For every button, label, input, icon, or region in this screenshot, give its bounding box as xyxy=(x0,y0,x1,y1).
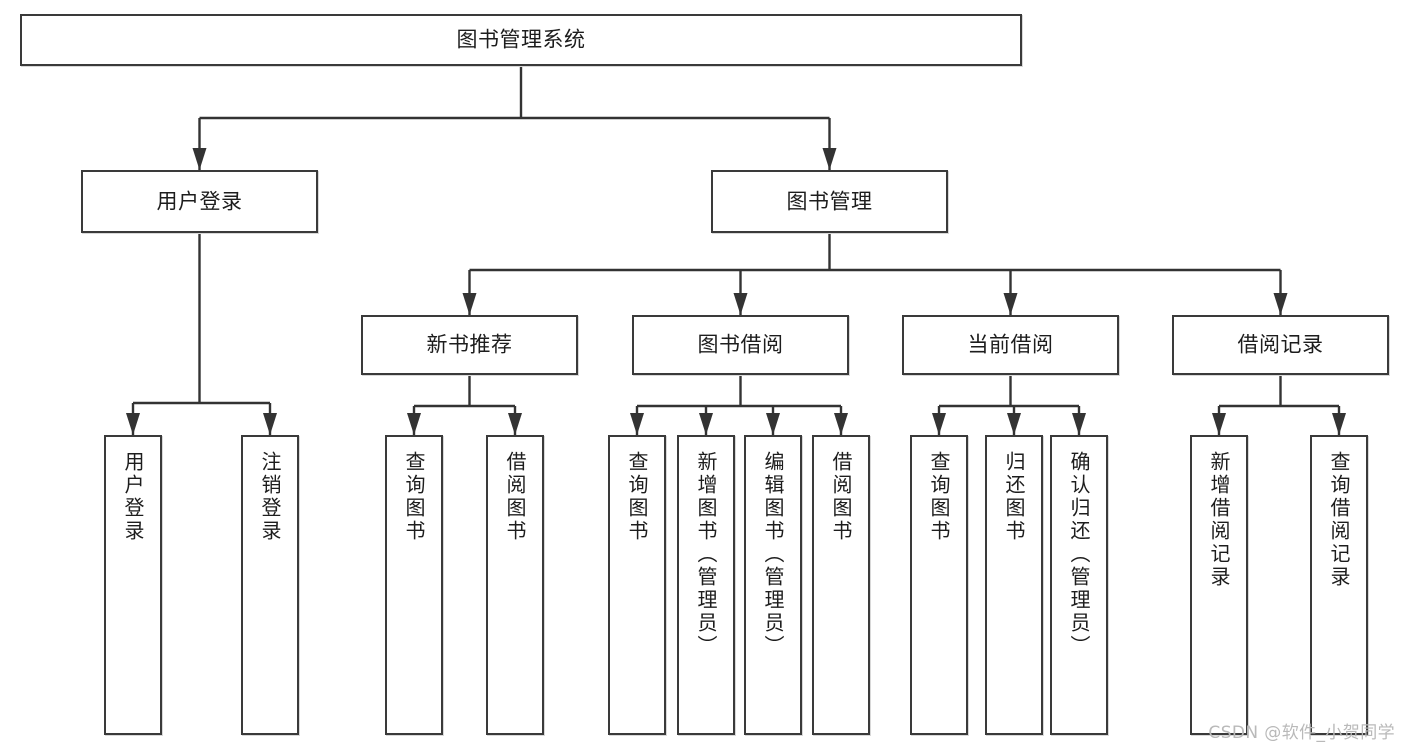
arrowhead-icon xyxy=(508,413,522,435)
arrowhead-icon xyxy=(126,413,140,435)
arrowhead-icon xyxy=(699,413,713,435)
arrowhead-icon xyxy=(766,413,780,435)
arrowhead-icon xyxy=(1072,413,1086,435)
node-leaf-borrow-book-b[interactable]: 借阅图书 xyxy=(812,435,870,735)
node-label-leaf-query-record: 查询借阅记录 xyxy=(1327,451,1351,589)
arrowhead-icon xyxy=(630,413,644,435)
node-label-leaf-query-book-c: 查询图书 xyxy=(927,451,951,543)
node-label-root: 图书管理系统 xyxy=(456,27,586,52)
node-label-leaf-logout-login: 注销登录 xyxy=(258,451,282,543)
node-book-borrow[interactable]: 图书借阅 xyxy=(632,315,849,375)
watermark-text: CSDN @软件_小贺同学 xyxy=(1208,723,1395,743)
node-label-leaf-borrow-book-a: 借阅图书 xyxy=(503,451,527,543)
arrowhead-icon xyxy=(932,413,946,435)
node-leaf-query-book-c[interactable]: 查询图书 xyxy=(910,435,968,735)
arrowhead-icon xyxy=(462,293,477,315)
node-root[interactable]: 图书管理系统 xyxy=(20,14,1022,66)
node-label-leaf-add-record: 新增借阅记录 xyxy=(1207,451,1231,589)
node-new-book-recommend[interactable]: 新书推荐 xyxy=(361,315,578,375)
node-label-leaf-borrow-book-b: 借阅图书 xyxy=(829,451,853,543)
node-label-new-book-recommend: 新书推荐 xyxy=(426,332,513,357)
node-label-user-login: 用户登录 xyxy=(156,188,243,213)
arrowhead-icon xyxy=(1212,413,1226,435)
node-borrow-record[interactable]: 借阅记录 xyxy=(1172,315,1389,375)
arrowhead-icon xyxy=(1003,293,1018,315)
arrowhead-icon xyxy=(1007,413,1021,435)
node-leaf-query-record[interactable]: 查询借阅记录 xyxy=(1310,435,1368,735)
arrowhead-icon xyxy=(407,413,421,435)
node-label-leaf-edit-book: 编辑图书（管理员） xyxy=(761,451,785,658)
node-user-login[interactable]: 用户登录 xyxy=(81,170,318,233)
node-leaf-add-book[interactable]: 新增图书（管理员） xyxy=(677,435,735,735)
node-leaf-return-book[interactable]: 归还图书 xyxy=(985,435,1043,735)
node-label-book-borrow: 图书借阅 xyxy=(697,332,784,357)
node-current-borrow[interactable]: 当前借阅 xyxy=(902,315,1119,375)
node-label-leaf-query-book-b: 查询图书 xyxy=(625,451,649,543)
node-leaf-query-book-a[interactable]: 查询图书 xyxy=(385,435,443,735)
arrowhead-icon xyxy=(834,413,848,435)
arrowhead-icon xyxy=(263,413,277,435)
node-label-leaf-user-login: 用户登录 xyxy=(121,451,145,543)
node-label-leaf-add-book: 新增图书（管理员） xyxy=(694,451,718,658)
arrowhead-icon xyxy=(192,148,207,170)
node-book-manage[interactable]: 图书管理 xyxy=(711,170,948,233)
node-label-borrow-record: 借阅记录 xyxy=(1237,332,1324,357)
node-leaf-confirm-return[interactable]: 确认归还（管理员） xyxy=(1050,435,1108,735)
node-leaf-query-book-b[interactable]: 查询图书 xyxy=(608,435,666,735)
node-leaf-logout-login[interactable]: 注销登录 xyxy=(241,435,299,735)
node-label-current-borrow: 当前借阅 xyxy=(967,332,1054,357)
arrowhead-icon xyxy=(1332,413,1346,435)
node-label-leaf-query-book-a: 查询图书 xyxy=(402,451,426,543)
arrowhead-icon xyxy=(1273,293,1288,315)
node-label-book-manage: 图书管理 xyxy=(786,188,873,213)
arrowhead-icon xyxy=(822,148,837,170)
node-leaf-edit-book[interactable]: 编辑图书（管理员） xyxy=(744,435,802,735)
node-leaf-borrow-book-a[interactable]: 借阅图书 xyxy=(486,435,544,735)
node-label-leaf-return-book: 归还图书 xyxy=(1002,451,1026,543)
node-leaf-add-record[interactable]: 新增借阅记录 xyxy=(1190,435,1248,735)
node-label-leaf-confirm-return: 确认归还（管理员） xyxy=(1067,451,1091,658)
arrowhead-icon xyxy=(733,293,748,315)
node-leaf-user-login[interactable]: 用户登录 xyxy=(104,435,162,735)
